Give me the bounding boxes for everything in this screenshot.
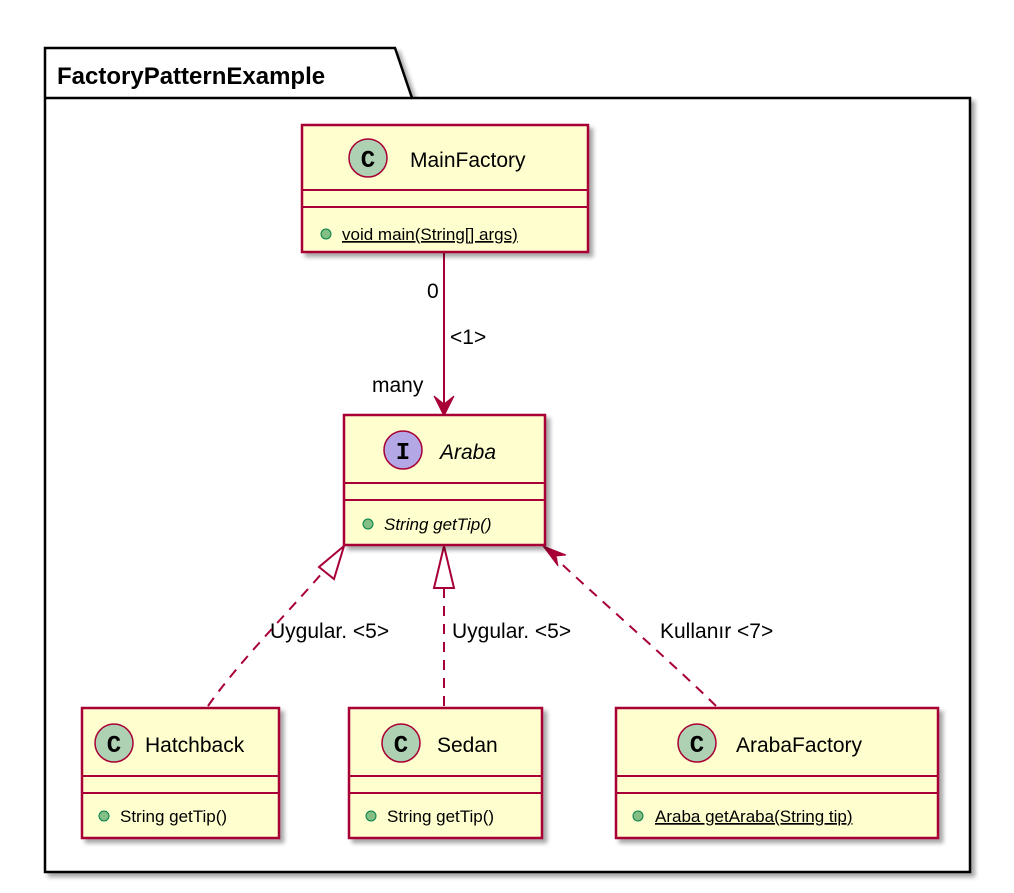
member-method: String getTip() [120, 807, 227, 826]
association-label: <1> [450, 326, 486, 349]
stereotype-letter: C [690, 733, 704, 760]
class-icon [94, 723, 134, 763]
realization-line [207, 565, 329, 707]
realization-label: Uygular. <5> [452, 620, 571, 643]
dependency-line [551, 554, 717, 707]
public-member-icon [632, 810, 644, 822]
dependency-label: Kullanır <7> [660, 620, 773, 643]
member-static-method: Araba getAraba(String tip) [655, 807, 853, 826]
class-box [614, 706, 940, 840]
arrow-head-icon [541, 544, 567, 567]
class-icon [348, 138, 388, 178]
public-member-icon [98, 810, 110, 822]
arrow-head-icon [433, 395, 455, 418]
class-box [347, 706, 544, 840]
realization-triangle-icon [432, 545, 456, 589]
stereotype-letter: I [396, 440, 410, 467]
class-sedan[interactable]: C Sedan String getTip() [347, 706, 544, 840]
realization-triangle-icon [317, 543, 346, 581]
stereotype-letter: C [394, 733, 408, 760]
class-name: ArabaFactory [736, 734, 863, 757]
class-araba-factory[interactable]: C ArabaFactory Araba getAraba(String tip… [614, 706, 940, 840]
target-multiplicity: many [372, 374, 424, 397]
class-box [300, 123, 590, 254]
public-member-icon [362, 518, 374, 530]
member-method: String getTip() [387, 807, 494, 826]
edge-factory-uses-araba: Kullanır <7> [541, 544, 773, 707]
edge-sedan-implements-araba: Uygular. <5> [432, 545, 571, 706]
member-static-method: void main(String[] args) [342, 225, 518, 244]
edge-hatchback-implements-araba: Uygular. <5> [207, 543, 389, 707]
class-box [342, 413, 547, 547]
edge-main-to-araba: 0 <1> many [372, 252, 486, 418]
stereotype-letter: C [107, 733, 121, 760]
class-name: Sedan [437, 734, 498, 757]
realization-label: Uygular. <5> [270, 620, 389, 643]
interface-name: Araba [438, 441, 496, 464]
stereotype-letter: C [361, 148, 375, 175]
interface-icon [383, 430, 423, 470]
public-member-icon [320, 228, 332, 240]
member-abstract-method: String getTip() [384, 515, 492, 534]
package-title: FactoryPatternExample [57, 63, 325, 90]
public-member-icon [365, 810, 377, 822]
class-name: Hatchback [145, 734, 245, 757]
interface-araba[interactable]: I Araba String getTip() [342, 413, 547, 547]
source-multiplicity: 0 [427, 280, 439, 303]
class-hatchback[interactable]: C Hatchback String getTip() [80, 706, 281, 840]
class-icon [677, 723, 717, 763]
class-main-factory[interactable]: C MainFactory void main(String[] args) [300, 123, 590, 254]
class-icon [381, 723, 421, 763]
class-name: MainFactory [410, 149, 526, 172]
